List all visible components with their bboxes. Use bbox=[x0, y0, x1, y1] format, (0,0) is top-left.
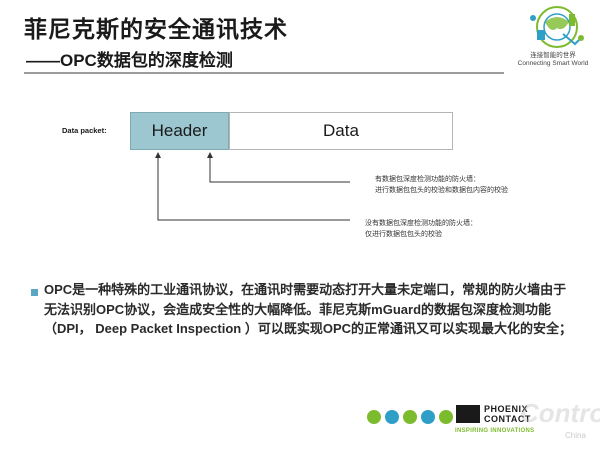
title-rule bbox=[24, 72, 504, 74]
watermark-sub: China bbox=[565, 431, 586, 440]
annotation-nodpi-line1: 没有数据包深度检测功能的防火墙： bbox=[365, 220, 477, 227]
annotation-nodpi-line2: 仅进行数据包包头的校验 bbox=[365, 231, 442, 238]
brand-name-line1: PHOENIX bbox=[484, 404, 529, 414]
packet-header-box: Header bbox=[130, 112, 229, 150]
brand-icon bbox=[456, 405, 480, 423]
annotation-dpi-line2: 进行数据包包头的校验和数据包内容的校验 bbox=[375, 187, 508, 194]
annotation-dpi-line1: 有数据包深度检测功能的防火墙： bbox=[375, 176, 480, 183]
dpi-arrow bbox=[207, 152, 350, 183]
body-paragraph: OPC是一种特殊的工业通讯协议，在通讯时需要动态打开大量未定端口，常规的防火墙由… bbox=[44, 282, 573, 336]
tagline: 连接智能的世界 Connecting Smart World bbox=[508, 52, 598, 68]
brand-name-line2: CONTACT bbox=[484, 414, 531, 424]
globe-logo-icon bbox=[530, 6, 584, 48]
tagline-en: Connecting Smart World bbox=[517, 60, 589, 67]
bullet-marker bbox=[31, 289, 38, 296]
decorative-dots-icon bbox=[367, 410, 453, 424]
annotation-nodpi: 没有数据包深度检测功能的防火墙： 仅进行数据包包头的校验 bbox=[365, 218, 477, 240]
page-title: 菲尼克斯的安全通讯技术 bbox=[24, 16, 288, 43]
brand-slogan: INSPIRING INNOVATIONS bbox=[455, 428, 535, 434]
tagline-cn: 连接智能的世界 bbox=[530, 52, 576, 59]
watermark: Control bbox=[520, 398, 600, 428]
annotation-dpi: 有数据包深度检测功能的防火墙： 进行数据包包头的校验和数据包内容的校验 bbox=[375, 174, 508, 196]
nodpi-arrow bbox=[155, 152, 350, 221]
data-packet-label: Data packet: bbox=[62, 126, 107, 135]
packet-data-box: Data bbox=[229, 112, 453, 150]
page-subtitle: ——OPC数据包的深度检测 bbox=[26, 51, 233, 70]
